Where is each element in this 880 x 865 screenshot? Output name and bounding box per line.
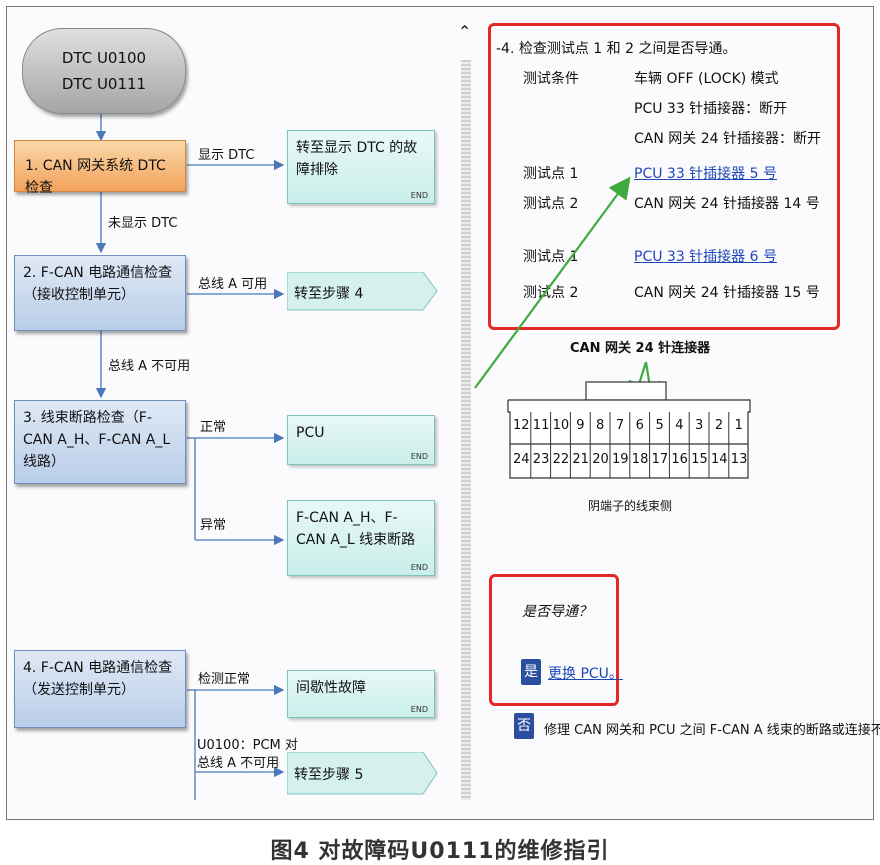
result-pcu: PCU END (287, 415, 435, 465)
pin-16: 16 (671, 452, 688, 467)
label-u0100-line1: U0100：PCM 对 (197, 738, 298, 753)
label-detect-normal: 检测正常 (198, 672, 251, 687)
pin-8: 8 (596, 418, 605, 433)
cond-label: 测试条件 (523, 71, 579, 87)
pair2-tp1-link[interactable]: PCU 33 针插接器 6 号 (634, 249, 777, 265)
pair2-tp1-label: 测试点 1 (523, 249, 579, 265)
panel-divider (461, 60, 471, 800)
step-4: 4. F-CAN 电路通信检查（发送控制单元） (14, 650, 186, 728)
end-tag: END (410, 452, 428, 461)
pin-14: 14 (711, 452, 728, 467)
pin-9: 9 (576, 418, 585, 433)
dtc-line2: DTC U0111 (61, 75, 147, 93)
pin-23: 23 (532, 452, 550, 467)
result-go-to-step-4 (287, 272, 438, 311)
dtc-line1: DTC U0100 (61, 49, 147, 67)
label-bus-a-not-ok: 总线 A 不可用 (108, 359, 191, 374)
label-abnormal: 异常 (200, 518, 227, 533)
question-text: 是否导通？ (522, 604, 592, 620)
no-badge: 否 (514, 713, 534, 739)
pin-2: 2 (714, 418, 724, 433)
result-4-label: F-CAN A_H、F-CAN A_L 线束断路 (296, 510, 416, 548)
result-6-label: 转至步骤 5 (294, 767, 364, 783)
connector-subtitle: 阴端子的线束侧 (588, 499, 673, 513)
label-dtc-not-shown: 未显示 DTC (108, 216, 178, 231)
pin-15: 15 (691, 452, 708, 467)
pin-6: 6 (635, 418, 644, 433)
label-bus-a-ok: 总线 A 可用 (198, 277, 268, 292)
dtc-start-node: DTC U0100 DTC U0111 (22, 28, 186, 114)
step-2: 2. F-CAN 电路通信检查（接收控制单元） (14, 255, 186, 331)
label-dtc-shown: 显示 DTC (198, 148, 255, 163)
step-2-label: 2. F-CAN 电路通信检查（接收控制单元） (23, 265, 173, 303)
label-u0100-line2: 总线 A 不可用 (197, 756, 280, 771)
pin-4: 4 (675, 418, 684, 433)
result-go-to-dtc: 转至显示 DTC 的故障排除 END (287, 130, 435, 204)
replace-pcu-link[interactable]: 更换 PCU。 (548, 666, 623, 682)
pin-1: 1 (734, 418, 743, 433)
pin-17: 17 (651, 452, 669, 467)
no-text: 修理 CAN 网关和 PCU 之间 F-CAN A 线束的断路或连接不良。 (544, 723, 880, 738)
end-tag: END (410, 563, 428, 572)
step-1-label: 1. CAN 网关系统 DTC 检查 (25, 158, 166, 196)
pin-11: 11 (532, 418, 550, 433)
cond-3: CAN 网关 24 针插接器：断开 (634, 131, 821, 147)
yes-badge: 是 (521, 659, 541, 685)
caret-up-icon[interactable]: ⌃ (458, 22, 472, 41)
result-harness-open: F-CAN A_H、F-CAN A_L 线束断路 END (287, 500, 435, 576)
green-arrow-long (474, 176, 631, 389)
test-heading: -4. 检查测试点 1 和 2 之间是否导通。 (496, 41, 737, 57)
pin-13: 13 (730, 452, 748, 467)
pair1-tp1-label: 测试点 1 (523, 166, 579, 182)
result-go-to-step-5 (287, 752, 438, 795)
pin-20: 20 (592, 452, 609, 467)
result-1-label: 转至显示 DTC 的故障排除 (296, 140, 418, 178)
step-4-label: 4. F-CAN 电路通信检查（发送控制单元） (23, 660, 173, 698)
result-5-label: 间歇性故障 (296, 680, 366, 696)
pin-18: 18 (631, 452, 649, 467)
pair2-tp2-label: 测试点 2 (523, 285, 579, 301)
pin-12: 12 (513, 418, 530, 433)
pair1-tp2-label: 测试点 2 (523, 196, 579, 212)
pin-3: 3 (695, 418, 704, 433)
pin-10: 10 (552, 418, 570, 433)
pin-21: 21 (572, 452, 589, 467)
step-3-label: 3. 线束断路检查（F-CAN A_H、F-CAN A_L 线路） (23, 410, 171, 470)
pair1-tp2: CAN 网关 24 针插接器 14 号 (634, 196, 820, 212)
result-2-label: 转至步骤 4 (294, 286, 364, 302)
pin-7: 7 (615, 418, 625, 433)
pin-24: 24 (513, 452, 530, 467)
connector-title: CAN 网关 24 针连接器 (570, 341, 711, 356)
pair1-tp1-link[interactable]: PCU 33 针插接器 5 号 (634, 166, 777, 182)
figure-caption: 图4 对故障码U0111的维修指引 (270, 839, 610, 864)
question-box (489, 574, 619, 706)
test-step-box (488, 23, 840, 330)
pair2-tp2: CAN 网关 24 针插接器 15 号 (634, 285, 820, 301)
step-3: 3. 线束断路检查（F-CAN A_H、F-CAN A_L 线路） (14, 400, 186, 484)
pin-22: 22 (552, 452, 570, 467)
end-tag: END (410, 705, 428, 714)
result-3-label: PCU (296, 425, 325, 441)
step-1: 1. CAN 网关系统 DTC 检查 (14, 140, 186, 196)
end-tag: END (410, 191, 428, 200)
cond-2: PCU 33 针插接器：断开 (634, 101, 788, 117)
pin-19: 19 (612, 452, 629, 467)
result-intermittent: 间歇性故障 END (287, 670, 435, 718)
label-normal: 正常 (200, 420, 227, 435)
pin-5: 5 (655, 418, 664, 433)
cond-1: 车辆 OFF (LOCK) 模式 (634, 71, 779, 87)
